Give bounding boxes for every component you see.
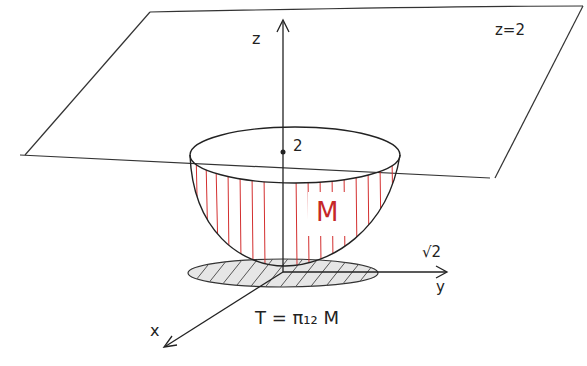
- axis-label: y: [436, 279, 445, 296]
- surface-hatching: [196, 132, 393, 266]
- axis-label: z: [252, 30, 260, 48]
- plane: [20, 6, 583, 178]
- radius-label: √2: [422, 244, 441, 261]
- axis-label: x: [150, 322, 159, 340]
- projection-disk: [180, 250, 400, 300]
- axes: [164, 20, 447, 347]
- plane-label: z=2: [495, 22, 525, 39]
- projection-label: T = π₁₂ M: [255, 308, 339, 328]
- surface-label: M: [316, 198, 338, 227]
- point: [281, 150, 286, 155]
- point-label: 2: [293, 138, 303, 155]
- surface-outline: [190, 127, 400, 266]
